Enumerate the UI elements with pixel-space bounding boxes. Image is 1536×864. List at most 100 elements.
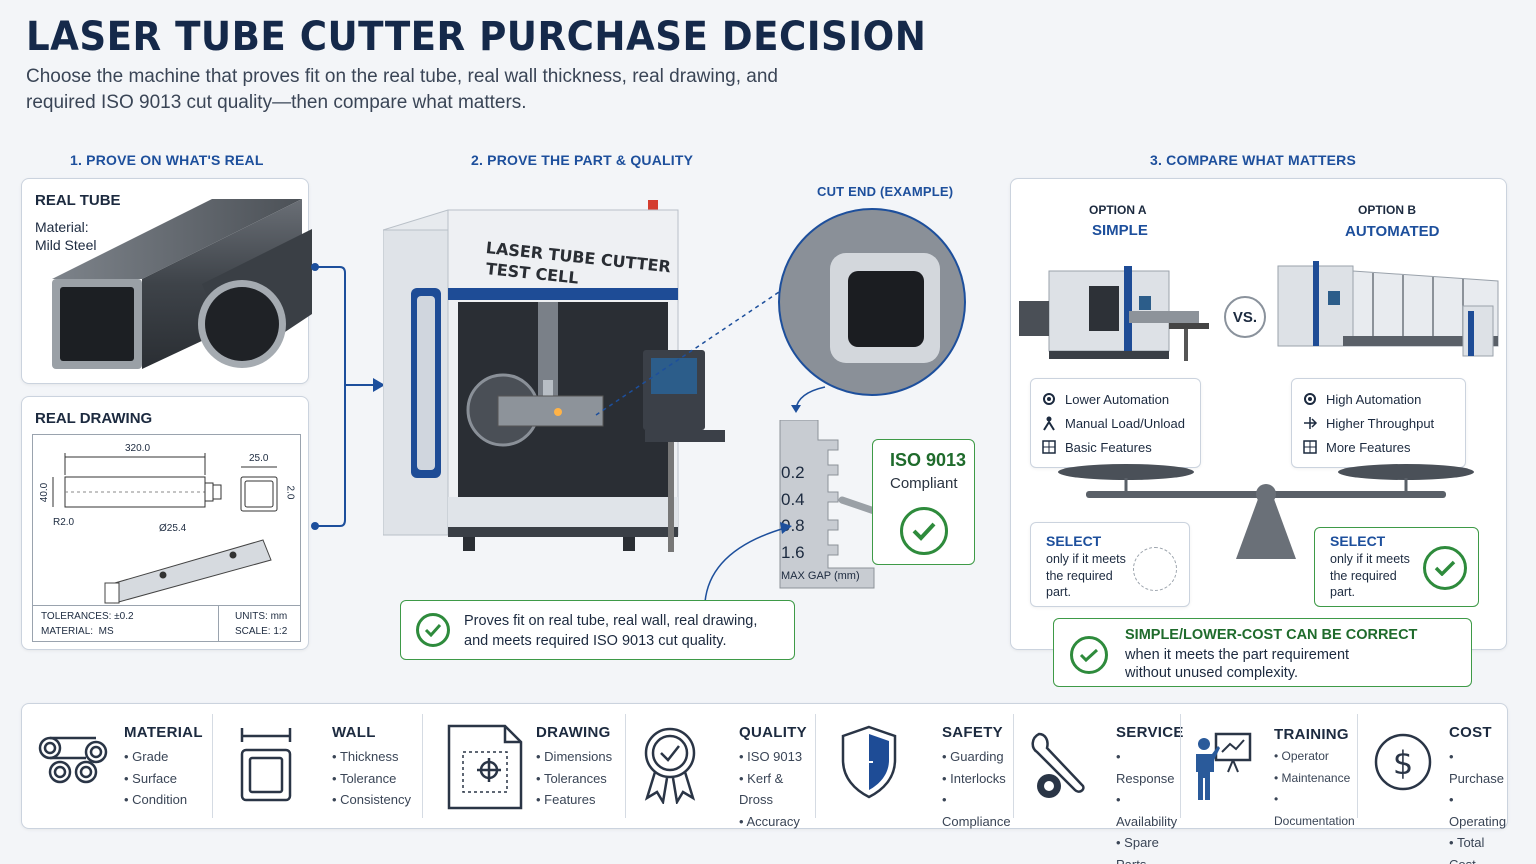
criteria-safety-item: Interlocks [942,768,1013,790]
criteria-service-title: SERVICE [1116,724,1184,741]
criteria-cost-title: COST [1449,724,1492,741]
criteria-safety-list: Guarding Interlocks Compliance [942,746,1013,832]
cut-end-label: CUT END (EXAMPLE) [817,184,954,199]
section-connector [311,263,385,530]
option-a-feature-2-label: Basic Features [1065,439,1152,455]
criteria-safety-item: Guarding [942,746,1013,768]
laser-tube-cutter-machine [383,200,725,552]
option-a-feature-2: Basic Features [1041,435,1190,459]
tolerances-value: ±0.2 [114,611,134,622]
gauge-value-1: 0.4 [781,489,805,509]
scale-row: SCALE: 1:2 [235,626,287,637]
proof-text: Proves fit on real tube, real wall, real… [464,613,758,649]
option-b-select: SELECT only if it meets the required par… [1314,527,1479,607]
real-tube-card: REAL TUBE Material: Mild Steel [21,178,312,384]
compare-panel: OPTION A SIMPLE OPTION B AUTOMATED VS. L… [1010,178,1507,650]
criteria-training-title: TRAINING [1274,726,1349,743]
dollar-icon: $ [1374,733,1432,791]
drawing-material-value: MS [98,626,114,637]
criteria-training: TRAINING Operator Maintenance Documentat… [1180,704,1357,828]
real-tube-title: REAL TUBE [35,192,121,209]
tolerances-row: TOLERANCES: ±0.2 [41,611,134,622]
criteria-drawing-item: Dimensions [536,746,612,768]
quality-badge-icon [644,727,696,804]
criteria-service-item: Spare Parts [1116,832,1180,864]
gauge-values: 0.2 0.4 0.8 1.6 [781,460,805,566]
option-a-features: Lower Automation Manual Load/Unload Basi… [1030,378,1201,468]
option-b-machine [1277,261,1499,357]
criteria-quality-item: ISO 9013 [739,746,815,768]
criteria-wall-item: Thickness [332,746,411,768]
drawing-material-label: MATERIAL: [41,626,94,637]
criteria-quality-item: Kerf & Dross [739,768,815,811]
criteria-wall: WALL Thickness Tolerance Consistency [212,704,422,828]
grid-icon [1042,440,1056,454]
dim-radius: R2.0 [53,517,75,528]
conclusion-text: when it meets the part requirement witho… [1125,647,1350,681]
page-subtitle: Choose the machine that proves fit on th… [26,66,778,113]
drawing-material-row: MATERIAL: MS [41,626,114,637]
technical-drawing-lines [52,453,278,604]
criteria-training-item: Documentation [1274,789,1357,832]
criteria-material-list: Grade Surface Condition [124,746,187,811]
criteria-quality-list: ISO 9013 Kerf & Dross Accuracy [739,746,815,832]
gear-icon [1304,393,1316,405]
dim-width: 25.0 [249,453,269,464]
criteria-safety-title: SAFETY [942,724,1003,741]
material-value: Mild Steel [35,237,97,253]
option-b-feature-1-label: Higher Throughput [1326,415,1435,431]
units-value: mm [270,611,288,622]
person-load-icon [1043,416,1055,431]
real-drawing-card: REAL DRAWING 320.0 25.0 40 [21,396,309,650]
option-a-select: SELECT only if it meets the required par… [1030,522,1190,607]
cut-end-detail [595,208,966,416]
option-b-feature-1: Higher Throughput [1302,411,1455,435]
criteria-drawing-list: Dimensions Tolerances Features [536,746,612,811]
scale-value: 1:2 [273,626,288,637]
step-3-heading: 3. COMPARE WHAT MATTERS [1150,152,1357,168]
gear-icon [1043,393,1055,405]
criteria-wall-title: WALL [332,724,376,741]
wall-thickness-icon [240,728,292,802]
conclusion-box: SIMPLE/LOWER-COST CAN BE CORRECT when it… [1053,618,1472,687]
criteria-cost: $ COST Purchase Operating Total Cost [1357,704,1507,864]
proof-check-icon [416,613,450,647]
title-block: TOLERANCES: ±0.2 MATERIAL: MS UNITS: mm … [33,605,300,642]
criteria-drawing-item: Features [536,789,612,811]
option-b-check-icon [1423,546,1467,590]
option-b-feature-0: High Automation [1302,387,1455,411]
option-b-select-title: SELECT [1330,533,1386,549]
criteria-training-item: Maintenance [1274,768,1357,790]
gauge-to-proof-arrow [704,522,792,603]
proof-summary: Proves fit on real tube, real wall, real… [400,600,795,660]
criteria-service-item: Availability [1116,789,1180,832]
criteria-safety-item: Compliance [942,789,1013,832]
dim-side: 2.0 [284,485,296,500]
criteria-wall-item: Tolerance [332,768,411,790]
criteria-drawing-title: DRAWING [536,724,611,741]
step-1-heading: 1. PROVE ON WHAT'S REAL [70,152,264,168]
conclusion-title: SIMPLE/LOWER-COST CAN BE CORRECT [1125,627,1418,643]
tubes-icon [38,736,108,784]
svg-text:$: $ [1393,744,1413,782]
wrench-gear-icon [1031,732,1085,798]
iso-title: ISO 9013 [890,450,967,470]
option-a-feature-1: Manual Load/Unload [1041,411,1190,435]
criteria-safety: SAFETY Guarding Interlocks Compliance [815,704,1013,829]
throughput-icon [1304,417,1318,429]
option-a-name: SIMPLE [1092,222,1148,239]
criteria-material: MATERIAL Grade Surface Condition [22,704,212,828]
dim-height: 40.0 [39,482,51,503]
grid-icon [1303,440,1317,454]
dim-hole: Ø25.4 [159,523,187,534]
trainer-icon [1196,732,1252,800]
empty-check-icon [1133,547,1177,591]
option-b-label: OPTION B [1358,203,1417,217]
option-b-name: AUTOMATED [1345,223,1440,240]
criteria-cost-item: Total Cost [1449,832,1507,864]
option-b-feature-2-label: More Features [1326,439,1411,455]
criteria-cost-list: Purchase Operating Total Cost [1449,746,1507,864]
criteria-drawing-item: Tolerances [536,768,612,790]
option-a-select-title: SELECT [1046,533,1102,549]
units-label: UNITS: [235,611,268,622]
